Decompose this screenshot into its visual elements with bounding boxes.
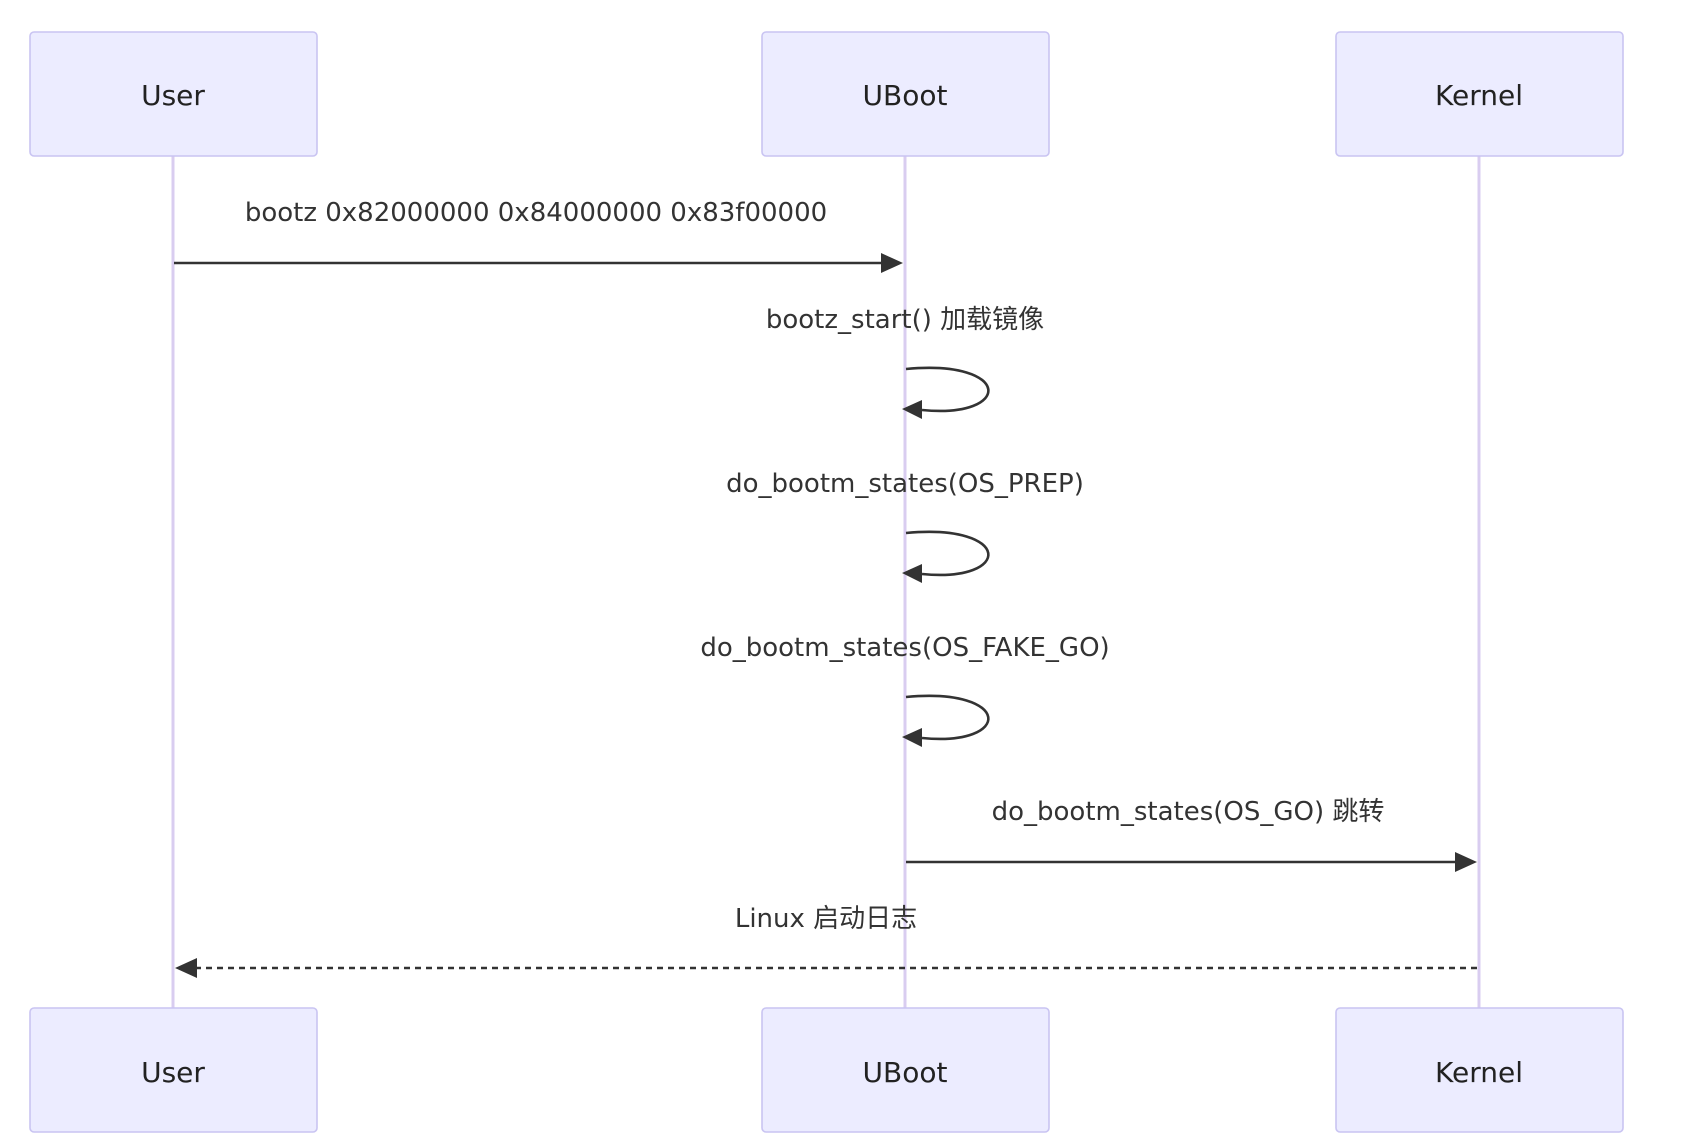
actor-bottom-kernel: Kernel <box>1335 1007 1624 1133</box>
message-label: do_bootm_states(OS_GO) 跳转 <box>992 797 1385 827</box>
message-linux-log: Linux 启动日志 <box>175 904 1477 978</box>
arrowhead-right-icon <box>1455 852 1477 872</box>
actor-box <box>761 1007 1050 1133</box>
message-os-prep: do_bootm_states(OS_PREP) <box>726 469 1084 583</box>
arrowhead-left-icon <box>175 958 197 978</box>
arrowhead-left-icon <box>902 564 922 583</box>
actor-label: Kernel <box>1435 1056 1523 1089</box>
actor-box <box>761 31 1050 157</box>
self-loop-arrow <box>905 366 990 413</box>
message-label: do_bootm_states(OS_FAKE_GO) <box>700 633 1109 663</box>
actor-top-uboot: UBoot <box>761 31 1050 157</box>
message-bootz-command: bootz 0x82000000 0x84000000 0x83f00000 <box>174 198 903 273</box>
actor-top-user: User <box>29 31 318 157</box>
arrowhead-left-icon <box>902 728 922 747</box>
actor-label: UBoot <box>863 79 948 112</box>
self-loop-arrow <box>905 530 990 577</box>
actor-label: Kernel <box>1435 79 1523 112</box>
actor-box <box>29 1007 318 1133</box>
actor-box <box>1335 1007 1624 1133</box>
actor-label: User <box>141 79 205 112</box>
actor-label: User <box>141 1056 205 1089</box>
message-label: bootz 0x82000000 0x84000000 0x83f00000 <box>245 198 827 228</box>
message-label: bootz_start() 加载镜像 <box>766 305 1044 335</box>
message-label: Linux 启动日志 <box>735 904 917 934</box>
arrowhead-left-icon <box>902 400 922 419</box>
arrowhead-right-icon <box>881 253 903 273</box>
message-bootz-start: bootz_start() 加载镜像 <box>766 305 1044 419</box>
actor-top-kernel: Kernel <box>1335 31 1624 157</box>
actor-box <box>1335 31 1624 157</box>
actor-label: UBoot <box>863 1056 948 1089</box>
message-os-fake-go: do_bootm_states(OS_FAKE_GO) <box>700 633 1110 747</box>
actor-bottom-uboot: UBoot <box>761 1007 1050 1133</box>
message-os-go: do_bootm_states(OS_GO) 跳转 <box>906 797 1477 872</box>
message-label: do_bootm_states(OS_PREP) <box>726 469 1084 499</box>
actor-box <box>29 31 318 157</box>
actor-bottom-user: User <box>29 1007 318 1133</box>
self-loop-arrow <box>905 694 990 741</box>
